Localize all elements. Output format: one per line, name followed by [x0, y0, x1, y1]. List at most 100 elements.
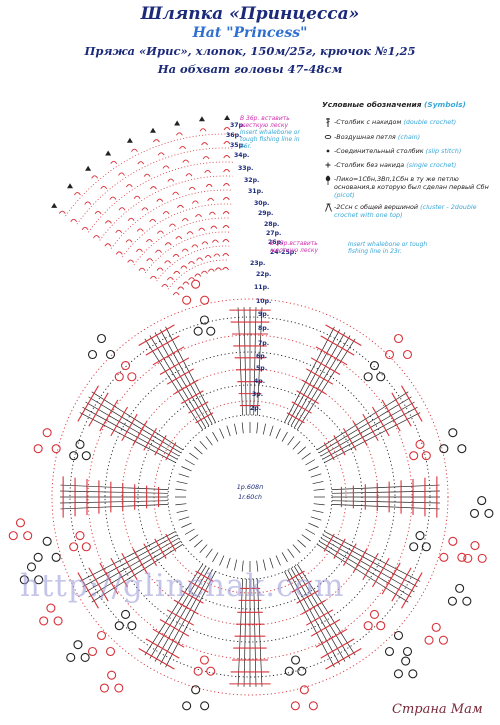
shell-loop [33, 552, 43, 562]
shell-loop [421, 542, 431, 552]
row-label: 10p. [256, 298, 271, 305]
fan-arc [191, 200, 199, 204]
row-label: 5p. [256, 365, 267, 372]
stitch-bar [132, 420, 148, 446]
shell-loop [469, 508, 480, 518]
shell-loop [470, 541, 480, 551]
stitch-line [91, 543, 184, 603]
fan-arc [167, 178, 175, 182]
shell-loop [363, 372, 373, 382]
stitch-line [165, 571, 216, 668]
row-label: 29p. [258, 210, 273, 217]
center-label-ru: 1р.608п [236, 483, 264, 491]
stitch-bar [325, 648, 362, 670]
stitch-bar [195, 412, 214, 424]
legend-item-en: (single crochet) [406, 161, 457, 169]
shell-motif [33, 536, 61, 562]
stitch-line [79, 531, 176, 582]
shell-loop [26, 562, 37, 572]
shell-loop [96, 333, 107, 344]
center-stitch [189, 534, 199, 542]
fan-arc [223, 169, 230, 173]
fan-arc [115, 229, 123, 234]
shell-loop [376, 621, 386, 631]
center-stitch [181, 522, 192, 528]
stitch-bar [110, 557, 128, 588]
fan-arc [188, 186, 196, 191]
shell-loop [105, 349, 116, 360]
center-stitch [308, 466, 319, 472]
shell-loop [393, 669, 403, 679]
note-row-36-en: Insert whalebone or tough fishing line i… [240, 129, 300, 150]
stitch-bar [362, 413, 379, 442]
stitch-bar [315, 346, 348, 366]
shell-motif [114, 609, 137, 631]
fan-arc [94, 210, 102, 215]
center-stitch [281, 552, 288, 563]
shell-loop [81, 451, 91, 461]
center-stitch [205, 436, 213, 446]
fan-picot [224, 115, 231, 121]
shell-loop [200, 295, 210, 305]
shell-loop [191, 279, 201, 289]
stitch-bar [152, 346, 185, 366]
page-title: Шляпка «Принцесса» [140, 4, 360, 24]
legend-item-en: (slip stitch) [425, 147, 462, 155]
shell-loop [297, 666, 307, 676]
center-stitch [297, 446, 306, 455]
fan-arc [202, 156, 210, 160]
shell-motif [193, 315, 216, 336]
shell-loop [431, 622, 441, 632]
fan-arc [84, 201, 92, 205]
shell-loop [23, 531, 33, 541]
stitch-bar [291, 580, 312, 593]
stitch-bar [165, 442, 177, 461]
stitch-spoke [316, 385, 423, 463]
legend-item-chain: -Воздушная петля (chain) [322, 133, 498, 143]
shell-motif [69, 439, 91, 461]
fan-round [144, 231, 230, 274]
center-stitch [256, 422, 259, 434]
fan-arc [150, 186, 157, 190]
shell-loop [484, 508, 494, 518]
chart-row-labels: 37p.36p.35p.34p.33p.32p.31p.30p.29p.28p.… [226, 122, 297, 412]
stitch-bar [296, 590, 319, 604]
shell-motif [363, 361, 386, 382]
cluster-icon [322, 203, 334, 214]
center-stitch [212, 552, 219, 563]
legend-item-picot: -Пико=1Сбн,3Вп,1Сбн в ту же петлю основа… [322, 175, 498, 199]
shell-loop [42, 536, 52, 546]
shell-loop [393, 333, 404, 344]
stitch-bar [296, 390, 319, 404]
fan-arc [150, 275, 157, 280]
shell-motif [439, 428, 467, 454]
stitch-bar [325, 324, 362, 346]
stitch-line [293, 335, 351, 429]
fan-arc [222, 267, 229, 271]
shell-loop [193, 666, 203, 676]
center-label-en: 1r.60ch [238, 493, 262, 501]
title-block: Шляпка «Принцесса» Hat "Princess" Пряжа … [0, 4, 500, 78]
fan-arc [188, 277, 196, 281]
fan-arc [164, 260, 172, 264]
fan-arc [181, 218, 189, 222]
legend-heading-en: (Symbols) [424, 100, 466, 109]
shell-loop [69, 451, 79, 461]
stitch-bar [173, 599, 199, 615]
stitch-line [296, 563, 356, 656]
fan-arc [201, 142, 208, 146]
center-stitch [234, 423, 238, 435]
fan-round [65, 133, 235, 217]
fan-picot [105, 150, 112, 156]
fan-arc [205, 183, 213, 188]
shell-loop [46, 603, 56, 613]
fan-round [88, 161, 234, 233]
fan-arc [131, 148, 138, 152]
fan-arc [211, 239, 219, 243]
stitch-line [318, 540, 412, 598]
fan-arc [118, 207, 126, 211]
stitch-line [82, 406, 178, 460]
round-ring [51, 298, 449, 696]
chain-icon [322, 133, 334, 143]
